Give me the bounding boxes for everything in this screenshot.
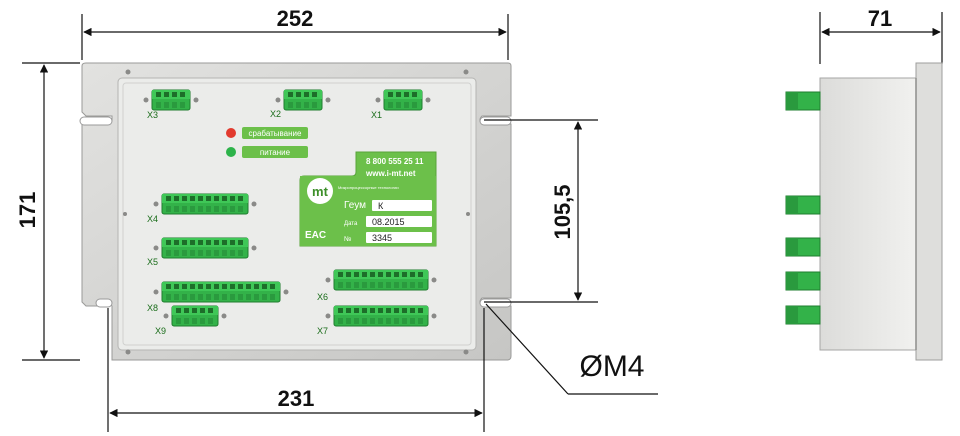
- connector-x7: [325, 305, 437, 327]
- label-x3: X3: [147, 110, 158, 120]
- face-screws: [123, 69, 470, 355]
- phone-number: 8 800 555 25 11: [366, 157, 424, 166]
- connector-x8: [153, 281, 289, 303]
- website: www.i-mt.net: [365, 169, 416, 178]
- indicator-fault-label: срабатывание: [249, 129, 302, 138]
- label-x1: X1: [371, 110, 382, 120]
- side-connector: [785, 305, 821, 325]
- dim-height-left: 171: [15, 192, 40, 229]
- logo-text: mt: [312, 184, 329, 199]
- dim-hole-spacing-vertical: 105,5: [550, 184, 575, 239]
- side-connector: [785, 237, 821, 257]
- date-value: 08.2015: [372, 217, 405, 227]
- dimension-lines: [22, 14, 658, 432]
- label-x7: X7: [317, 326, 328, 336]
- connector-labels: X3 X2 X1 X4 X5 X8 X9 X6 X7: [147, 109, 382, 336]
- label-x9: X9: [155, 326, 166, 336]
- dim-hole-spacing-horizontal: 231: [278, 386, 315, 411]
- nameplate: mt 8 800 555 25 11 www.i-mt.net Микропро…: [299, 151, 437, 247]
- connector-x6: [325, 269, 437, 291]
- connector-x5: [153, 237, 257, 259]
- side-connectors: [785, 91, 821, 325]
- indicator-power: питание: [226, 146, 308, 158]
- label-x8: X8: [147, 303, 158, 313]
- dim-width-top: 252: [277, 6, 314, 31]
- connector-x9: [163, 305, 227, 327]
- side-flange: [915, 62, 943, 361]
- date-label: Дата: [344, 221, 358, 227]
- mount-slot-top-left: [79, 116, 113, 126]
- side-connector: [785, 271, 821, 291]
- model-value: К: [378, 201, 384, 211]
- indicator-power-label: питание: [260, 148, 291, 157]
- side-view: 71: [785, 6, 943, 361]
- mount-slot-bottom-right: [479, 298, 512, 308]
- label-x2: X2: [270, 109, 281, 119]
- led-red-icon: [226, 128, 236, 138]
- connector-group: [143, 89, 437, 327]
- label-x4: X4: [147, 214, 158, 224]
- label-x6: X6: [317, 292, 328, 302]
- serial-label: №: [344, 236, 352, 243]
- side-connector: [785, 91, 821, 111]
- dim-depth-side: 71: [868, 6, 892, 31]
- eac-mark: EAC: [305, 230, 326, 241]
- mount-slot-top-right: [479, 116, 512, 126]
- indicator-fault: срабатывание: [226, 127, 308, 139]
- side-connector: [785, 195, 821, 215]
- connector-x3: [143, 89, 199, 111]
- side-housing: [819, 77, 917, 351]
- front-view: X3 X2 X1 X4 X5 X8 X9 X6 X7 срабатывание …: [79, 62, 512, 361]
- connector-x2: [275, 89, 331, 111]
- model-label: Геум: [344, 200, 366, 211]
- connector-x1: [375, 89, 431, 111]
- company-line: Микропроцессорные технологии: [338, 185, 399, 190]
- label-x5: X5: [147, 257, 158, 267]
- connector-x4: [153, 193, 257, 215]
- led-green-icon: [226, 147, 236, 157]
- serial-value: 3345: [372, 233, 392, 243]
- dim-hole-diameter: ØM4: [579, 350, 644, 383]
- logo-icon: [307, 178, 333, 204]
- mount-slot-bottom-left: [95, 298, 113, 308]
